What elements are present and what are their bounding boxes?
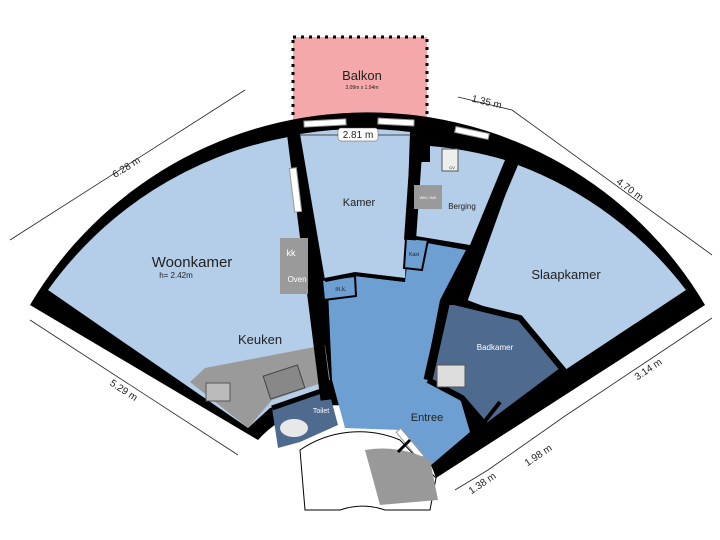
windows <box>288 117 490 461</box>
woonkamer-area[interactable] <box>48 137 322 428</box>
balkon-label: Balkon <box>342 68 382 83</box>
keuken-label: Keuken <box>238 332 282 347</box>
oven-label: Oven <box>287 275 306 284</box>
entree-label: Entree <box>411 412 443 424</box>
landing <box>365 448 438 505</box>
bottom-small-dim: 1.38 m <box>467 471 499 497</box>
fridge-oven-block <box>280 238 308 294</box>
badkamer-area[interactable] <box>432 305 560 424</box>
berging-label: Berging <box>448 202 476 211</box>
kamer-area[interactable] <box>300 128 410 280</box>
badkamer-label: Badkamer <box>477 343 514 352</box>
washer-block <box>414 185 442 209</box>
toilet-label: Toilet <box>313 408 329 415</box>
boiler-icon <box>441 148 459 172</box>
right-outer-dim: 4.70 m <box>614 177 645 204</box>
woonkamer-label: Woonkamer <box>152 254 233 271</box>
entrance-arrow-icon <box>396 438 412 454</box>
balkon-size: 3.09m x 1.94m <box>345 85 378 91</box>
kamer-label: Kamer <box>343 197 376 209</box>
washer-label: WM / WD <box>419 195 436 200</box>
slaapkamer-label: Slaapkamer <box>531 267 601 282</box>
left-inner-dim: 5.29 m <box>108 378 140 404</box>
right-inner-dim: 3.14 m <box>633 357 665 383</box>
kamer-width-dim: 2.81 m <box>343 130 374 141</box>
berging-area[interactable] <box>410 146 505 245</box>
toilet-icon <box>280 419 308 437</box>
bathtub-icon <box>436 364 466 388</box>
sink-icon <box>205 382 231 402</box>
meterkast-label: m.k. <box>335 287 347 293</box>
left-outer-dim: 6.28 m <box>111 155 143 181</box>
fridge-label: kk <box>287 248 297 258</box>
dimension-lines <box>9 89 713 491</box>
right-top-dim: 1.35 m <box>470 94 502 112</box>
boiler-label: CV <box>449 165 455 170</box>
stove-icon <box>262 364 306 400</box>
woonkamer-height: h= 2.42m <box>159 271 193 280</box>
kast-area <box>402 236 430 272</box>
kast-label: Kast <box>409 252 420 258</box>
entree-area[interactable] <box>328 240 470 466</box>
bottom-right-dim: 1.98 m <box>523 443 555 469</box>
